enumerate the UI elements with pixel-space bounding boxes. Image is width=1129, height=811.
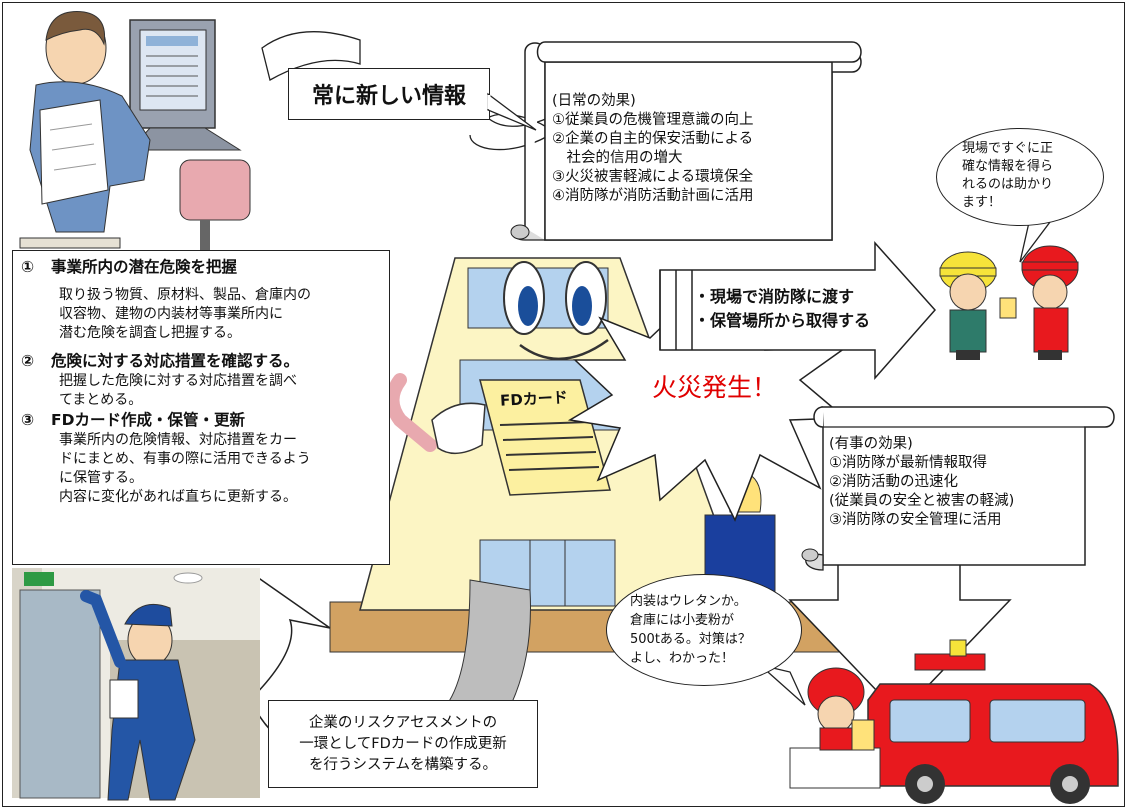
step-2-number: ② — [21, 352, 35, 370]
step-1-desc: 収容物、建物の内装材等事業所内に — [59, 306, 283, 322]
fd-card-label: FDカード — [499, 388, 569, 410]
daily-effects-scroll — [469, 41, 862, 241]
step-3-number: ③ — [21, 411, 35, 429]
system-summary-box: 企業のリスクアセスメントの 一環としてFDカードの作成更新 を行うシステムを構築… — [268, 700, 538, 788]
step-1-desc: 潜む危険を調査し把握する。 — [59, 325, 241, 341]
quote-line: よし、わかった！ — [630, 651, 735, 666]
emergency-effects-item: ①消防隊が最新情報取得 — [829, 455, 987, 471]
quote-line: 確な情報を得ら — [962, 159, 1054, 174]
system-line: を行うシステムを構築する。 — [308, 757, 498, 773]
emergency-effects-item: ③消防隊の安全管理に活用 — [829, 512, 1002, 528]
emergency-effects-title: (有事の効果) — [829, 436, 913, 452]
maintenance-worker-illustration — [12, 568, 260, 801]
daily-effects-item: 社会的信用の増大 — [552, 150, 683, 166]
firefighter-quote-bottom-text: 内装はウレタンか。 倉庫には小麦粉が 500tある。対策は？ よし、わかった！ — [630, 592, 751, 668]
step-1-number: ① — [21, 258, 35, 276]
fire-truck-illustration — [789, 639, 1119, 804]
system-line: 企業のリスクアセスメントの — [308, 715, 498, 731]
handover-line: ・現場で消防隊に渡す — [694, 287, 855, 306]
firefighter-quote-top — [936, 128, 1104, 226]
step-1-title: 事業所内の潜在危険を把握 — [51, 258, 238, 276]
emergency-effects-box: (有事の効果) ①消防隊が最新情報取得 ②消防活動の迅速化 (従業員の安全と被害… — [829, 435, 1079, 530]
emergency-effects-item: ②消防活動の迅速化 — [829, 474, 958, 490]
daily-effects-item: ①従業員の危機管理意識の向上 — [552, 112, 754, 128]
quote-line: 現場ですぐに正 — [962, 141, 1054, 156]
step-2-desc: てまとめる。 — [59, 392, 143, 408]
quote-line: 倉庫には小麦粉が — [630, 613, 735, 628]
step-2-title: 危険に対する対応措置を確認する。 — [51, 352, 300, 370]
quote-line: ます！ — [962, 195, 1002, 210]
daily-effects-item: ④消防隊が消防活動計画に活用 — [552, 188, 754, 204]
latest-info-banner: 常に新しい情報 — [288, 68, 490, 120]
step-2-desc: 把握した危険に対する対応措置を調べ — [59, 373, 297, 389]
fire-outbreak-label: 火災発生！ — [652, 373, 778, 402]
system-line: 一環としてFDカードの作成更新 — [299, 736, 507, 752]
daily-effects-item: ③火災被害軽減による環境保全 — [552, 169, 754, 185]
daily-effects-box: (日常の効果) ①従業員の危機管理意識の向上 ②企業の自主的保安活動による 社会… — [552, 92, 827, 206]
process-steps-box: ① 事業所内の潜在危険を把握 取り扱う物質、原材料、製品、倉庫内の 収容物、建物の… — [12, 250, 390, 565]
handover-line: ・保管場所から取得する — [694, 311, 871, 330]
quote-line: 内装はウレタンか。 — [630, 594, 747, 609]
handover-text: ・現場で消防隊に渡す ・保管場所から取得する — [694, 285, 870, 333]
step-3-desc: 内容に変化があれば直ちに更新する。 — [59, 489, 297, 505]
firefighter-quote-top-text: 現場ですぐに正 確な情報を得ら れるのは助かり ます！ — [962, 140, 1053, 212]
quote-line: れるのは助かり — [962, 177, 1054, 192]
step-1-desc: 取り扱う物質、原材料、製品、倉庫内の — [59, 287, 311, 303]
office-worker-illustration — [12, 11, 262, 250]
emergency-effects-item: (従業員の安全と被害の軽減) — [829, 493, 1015, 509]
step-3-heading: ③ FDカード作成・保管・更新 — [21, 410, 389, 431]
step-3-desc: ドにまとめ、有事の際に活用できるよう — [59, 451, 311, 467]
firefighter-quote-bottom — [606, 574, 802, 686]
daily-effects-item: ②企業の自主的保安活動による — [552, 131, 754, 147]
quote-line: 500tある。対策は？ — [630, 632, 751, 647]
latest-info-label: 常に新しい情報 — [311, 84, 466, 109]
step-3-desc: 事業所内の危険情報、対応措置をカー — [59, 432, 297, 448]
daily-effects-title: (日常の効果) — [552, 93, 636, 109]
step-3-title: FDカード作成・保管・更新 — [51, 411, 245, 429]
emergency-effects-scroll — [801, 406, 1115, 571]
step-1-heading: ① 事業所内の潜在危険を把握 — [21, 257, 389, 278]
step-2-heading: ② 危険に対する対応措置を確認する。 — [21, 351, 389, 372]
handover-arrow — [659, 241, 937, 380]
step-3-desc: に保管する。 — [59, 470, 143, 486]
banner-tail — [487, 92, 537, 131]
